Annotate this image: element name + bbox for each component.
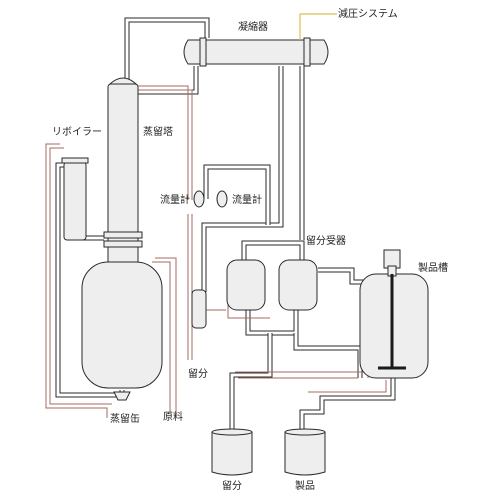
receiver-1 <box>226 259 266 311</box>
flow-meter-left-label: 流量計 <box>160 193 190 206</box>
condenser <box>183 37 329 67</box>
condenser-shell <box>183 39 329 65</box>
still-pot <box>81 261 163 401</box>
sight-glass-icon <box>191 289 207 329</box>
receiver-header-pipe <box>241 240 305 262</box>
column-label: 蒸留塔 <box>143 125 173 138</box>
receiver-bottom-header <box>245 308 299 336</box>
product-feed-pipe <box>293 333 363 378</box>
reboiler-top-flange <box>61 157 89 164</box>
reboiler-label: リボイラー <box>52 126 102 138</box>
product-drum-label: 製品 <box>295 479 315 492</box>
flow-meters <box>193 190 228 208</box>
product-tank-label: 製品槽 <box>418 261 448 274</box>
product-drum-top <box>284 428 326 436</box>
distillate-drum-top <box>211 428 253 436</box>
distillate-drum-body <box>211 431 253 476</box>
product-drain-pipe <box>299 377 396 432</box>
distillation-column <box>103 77 143 265</box>
reboiler-body <box>63 161 87 241</box>
product-tank-body <box>359 273 429 379</box>
distillate-drain-pipe <box>229 333 273 432</box>
vacuum-leader-line <box>299 13 337 40</box>
column-top-cap <box>108 77 138 85</box>
still-pot-nozzle <box>113 391 131 401</box>
agitator-motor-icon <box>383 249 401 269</box>
condenser-flange-right <box>303 37 311 67</box>
flow-meter-right-label: 流量計 <box>232 193 262 206</box>
reboiler <box>61 157 89 241</box>
still-pot-body <box>81 261 163 389</box>
column-flange-top <box>103 231 143 239</box>
distillate-receivers <box>226 259 318 311</box>
condenser-flange-left <box>199 37 207 67</box>
vacuum-system-label: 減圧システム <box>338 7 398 20</box>
flow-meter-left-icon <box>193 190 205 208</box>
product-tank <box>359 249 429 379</box>
product-drum-body <box>284 431 326 476</box>
flow-meter-right-icon <box>216 190 228 208</box>
still-pot-label: 蒸留缶 <box>110 412 140 425</box>
condenser-label: 凝縮器 <box>238 20 268 33</box>
feedstock-label: 原料 <box>163 410 183 423</box>
distillate-receiver-label: 留分受器 <box>306 234 346 247</box>
distillate-side-label: 留分 <box>188 367 208 380</box>
receiver-2 <box>278 259 318 311</box>
drums <box>211 428 326 476</box>
distillate-drum-label: 留分 <box>222 479 242 492</box>
column-flange-bottom <box>103 240 143 248</box>
trace-lines <box>45 85 387 418</box>
